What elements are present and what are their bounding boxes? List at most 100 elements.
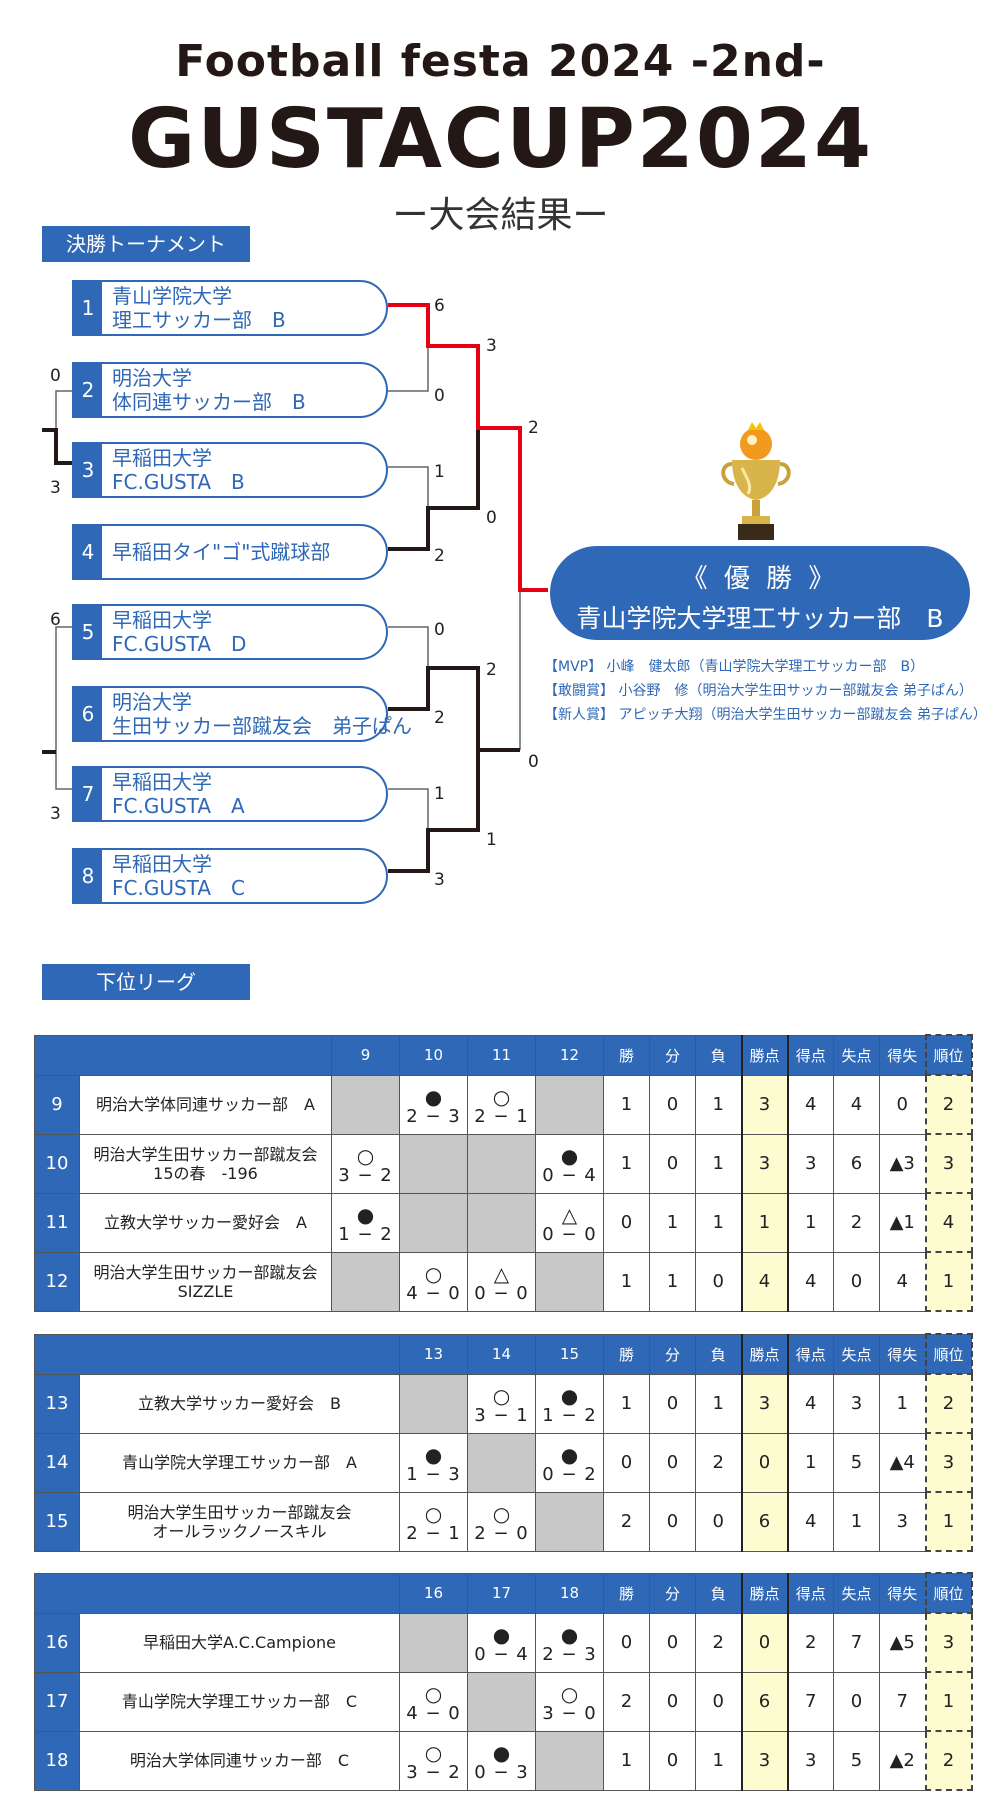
team-number: 14 — [34, 1432, 80, 1493]
stat-points: 0 — [740, 1612, 789, 1673]
score-sf1: 3 — [486, 336, 497, 356]
event-title: GUSTACUP2024 — [127, 92, 874, 187]
stat-points: 4 — [740, 1251, 789, 1312]
match-result: ●1 − 3 — [399, 1432, 468, 1493]
seed-number: 6 — [74, 688, 102, 740]
team-name-line2: 体同連サッカー部 B — [112, 390, 306, 414]
score-prelim-a-bottom: 3 — [50, 478, 61, 498]
stat-wins: 0 — [603, 1432, 650, 1493]
team-number: 15 — [34, 1491, 80, 1552]
header-goal-diff: 得失 — [879, 1572, 926, 1614]
score-team-7: 1 — [434, 784, 445, 804]
stat-goals-for: 2 — [787, 1612, 834, 1673]
score-sf4: 1 — [486, 830, 497, 850]
team-name-line1: 明治大学 — [112, 366, 192, 390]
stat-losses: 0 — [695, 1671, 742, 1732]
team-name-line2: FC.GUSTA A — [112, 794, 245, 818]
self-cell — [467, 1133, 536, 1194]
stat-losses: 1 — [695, 1192, 742, 1253]
stat-wins: 2 — [603, 1671, 650, 1732]
stat-draws: 0 — [649, 1491, 696, 1552]
result-mark: ● — [492, 1740, 511, 1765]
stat-draws: 1 — [649, 1192, 696, 1253]
match-result: △0 − 0 — [467, 1251, 536, 1312]
result-score: 2 − 3 — [406, 1105, 461, 1127]
league-table-2: 13 14 15 勝 分 負 勝点 得点 失点 得失 順位 13 立教大学サッカ… — [34, 1333, 973, 1552]
header-blank — [34, 1034, 332, 1076]
table-row: 15 明治大学生田サッカー部蹴友会オールラックノースキル ○2 − 1 ○2 −… — [34, 1491, 973, 1552]
stat-draws: 0 — [649, 1730, 696, 1791]
team-name-line1: 早稲田大学 — [112, 770, 212, 794]
stat-rank: 1 — [924, 1251, 973, 1312]
team-number: 17 — [34, 1671, 80, 1732]
header-wins: 勝 — [603, 1572, 650, 1614]
team-number: 10 — [34, 1133, 80, 1194]
match-result: ○2 − 1 — [399, 1491, 468, 1552]
header-goal-diff: 得失 — [879, 1333, 926, 1375]
league-header-row: 16 17 18 勝 分 負 勝点 得点 失点 得失 順位 — [34, 1572, 973, 1614]
stat-goals-against: 1 — [833, 1491, 880, 1552]
stat-goals-for: 4 — [787, 1251, 834, 1312]
header-points: 勝点 — [740, 1333, 789, 1375]
score-sf3: 2 — [486, 660, 497, 680]
header-goals-for: 得点 — [787, 1572, 834, 1614]
stat-wins: 1 — [603, 1074, 650, 1135]
score-team-4: 2 — [434, 546, 445, 566]
match-result: ●0 − 4 — [535, 1133, 604, 1194]
header-goals-against: 失点 — [833, 1572, 880, 1614]
score-sf2: 0 — [486, 508, 497, 528]
stat-goals-for: 7 — [787, 1671, 834, 1732]
stat-losses: 1 — [695, 1074, 742, 1135]
team-name-line: 青山学院大学理工サッカー部 A — [122, 1453, 357, 1472]
team-name-line: 立教大学サッカー愛好会 A — [104, 1213, 307, 1232]
header-rank: 順位 — [924, 1333, 973, 1375]
team-name-line: 15の春 -196 — [153, 1163, 258, 1183]
stat-losses: 1 — [695, 1373, 742, 1434]
team-name: 立教大学サッカー愛好会 A — [79, 1192, 332, 1253]
header-wins: 勝 — [603, 1034, 650, 1076]
stat-goal-diff: 4 — [879, 1251, 926, 1312]
match-result: ○3 − 0 — [535, 1671, 604, 1732]
result-mark: ● — [560, 1383, 579, 1408]
team-name: 明治大学体同連サッカー部 A — [79, 1074, 332, 1135]
seed-number: 8 — [74, 850, 102, 902]
header-col-team: 17 — [467, 1572, 536, 1614]
header-col-team: 9 — [331, 1034, 400, 1076]
stat-goals-against: 7 — [833, 1612, 880, 1673]
team-name-line: 早稲田大学A.C.Campione — [143, 1633, 336, 1652]
header-col-team: 15 — [535, 1333, 604, 1375]
stat-rank: 4 — [924, 1192, 973, 1253]
stat-points: 6 — [740, 1671, 789, 1732]
result-score: 3 − 0 — [542, 1702, 597, 1724]
stat-goals-for: 4 — [787, 1373, 834, 1434]
seed-number: 1 — [74, 282, 102, 334]
result-mark: ○ — [424, 1501, 443, 1526]
seed-number: 5 — [74, 606, 102, 658]
result-score: 0 − 3 — [474, 1761, 529, 1783]
header-col-team: 16 — [399, 1572, 468, 1614]
stat-goals-for: 3 — [787, 1133, 834, 1194]
header-points: 勝点 — [740, 1572, 789, 1614]
result-score: 4 − 0 — [406, 1702, 461, 1724]
results-heading: ー大会結果ー — [392, 195, 609, 236]
self-cell — [535, 1251, 604, 1312]
seed-number: 2 — [74, 364, 102, 416]
stat-wins: 1 — [603, 1251, 650, 1312]
stat-goal-diff: ▲2 — [879, 1730, 926, 1791]
table-row: 14 青山学院大学理工サッカー部 A ●1 − 3 ●0 − 2 0 0 2 0… — [34, 1432, 973, 1493]
result-mark: ○ — [356, 1143, 375, 1168]
self-cell — [467, 1432, 536, 1493]
match-result: ○3 − 2 — [331, 1133, 400, 1194]
stat-draws: 0 — [649, 1612, 696, 1673]
team-name-line: SIZZLE — [177, 1281, 234, 1301]
stat-goals-against: 2 — [833, 1192, 880, 1253]
league-table-3: 16 17 18 勝 分 負 勝点 得点 失点 得失 順位 16 早稲田大学A.… — [34, 1572, 973, 1791]
result-score: 1 − 3 — [406, 1463, 461, 1485]
header-col-team: 18 — [535, 1572, 604, 1614]
score-team-2: 0 — [434, 386, 445, 406]
header-rank: 順位 — [924, 1034, 973, 1076]
result-mark: ○ — [560, 1681, 579, 1706]
stat-goals-against: 6 — [833, 1133, 880, 1194]
